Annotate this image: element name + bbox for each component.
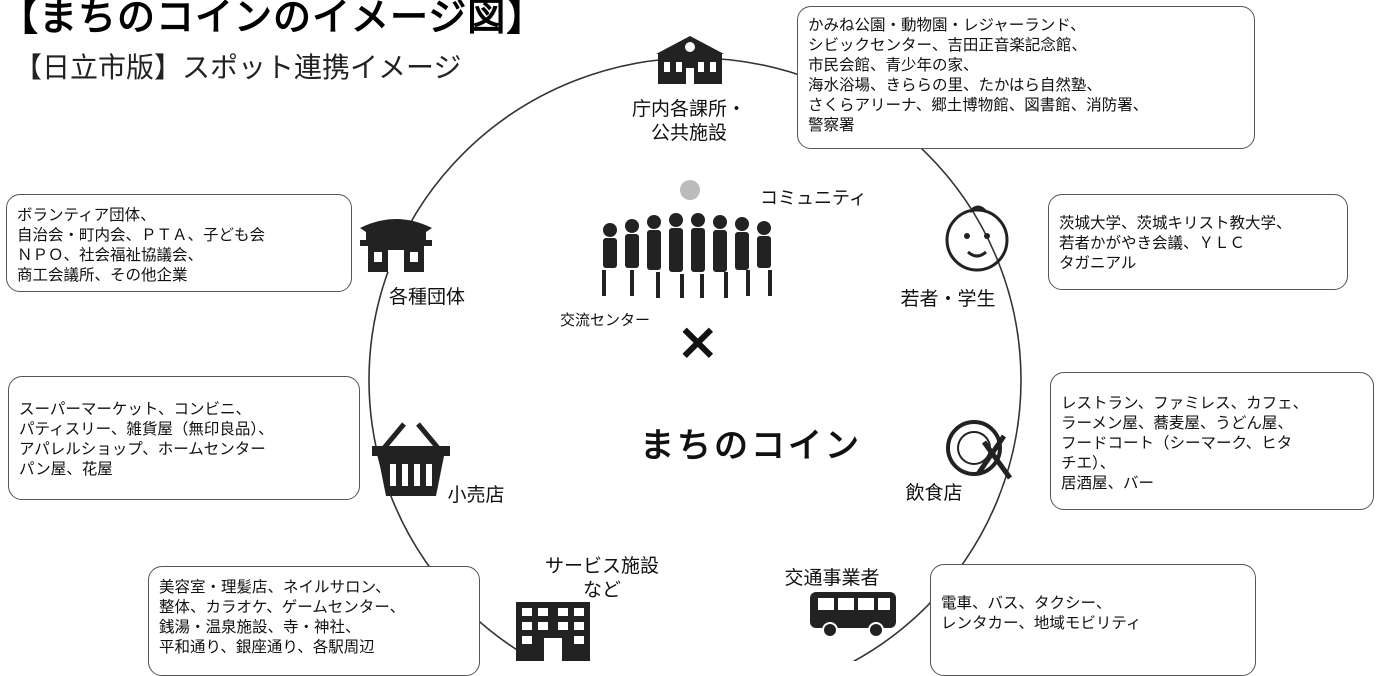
info-box-retail: スーパーマーケット、コンビニ、 パティスリー、雑貨屋（無印良品）、 アパレルショ… <box>8 376 360 500</box>
info-box-transport: 電車、バス、タクシー、 レンタカー、地域モビリティ <box>930 564 1256 676</box>
info-box-food: レストラン、ファミレス、カフェ、 ラーメン屋、蕎麦屋、うどん屋、 フードコート（… <box>1050 372 1374 510</box>
info-box-groups: ボランティア団体、 自治会・町内会、ＰＴＡ、子ども会 ＮＰＯ、社会福祉協議会、 … <box>6 194 352 292</box>
label-line: 公共施設 <box>650 122 727 144</box>
box-line: 整体、カラオケ、ゲームセンター、 <box>159 598 406 616</box>
box-line: アパレルショップ、ホームセンター <box>19 440 266 458</box>
label-line: 庁内各課所・ <box>631 98 746 120</box>
label-line: サービス施設 <box>544 555 659 577</box>
node-label-service: サービス施設 など <box>532 554 672 602</box>
info-box-service: 美容室・理髪店、ネイルサロン、 整体、カラオケ、ゲームセンター、 銭湯・温泉施設… <box>148 566 480 676</box>
box-line: タガニアル <box>1059 254 1137 272</box>
node-label-public: 庁内各課所・ 公共施設 <box>624 97 754 145</box>
label-line: 交通事業者 <box>784 567 880 589</box>
baby-face-icon <box>945 205 1009 272</box>
box-line: 平和通り、銀座通り、各駅周辺 <box>159 638 375 656</box>
box-line: チエ）、 <box>1061 454 1116 472</box>
label-line: 飲食店 <box>905 482 963 504</box>
info-box-public: かみね公園・動物園・レジャーランド、 シビックセンター、吉田正音楽記念館、 市民… <box>797 6 1255 149</box>
box-line: フードコート（シーマーク、ヒタ <box>1061 434 1293 452</box>
bus-icon <box>810 592 896 638</box>
info-box-youth: 茨城大学、茨城キリスト教大学、 若者かがやき会議、ＹＬＣ タガニアル <box>1048 194 1348 290</box>
box-line: 茨城大学、茨城キリスト教大学、 <box>1059 214 1292 232</box>
box-line: かみね公園・動物園・レジャーランド、 <box>808 16 1086 34</box>
label-line: 各種団体 <box>388 286 465 308</box>
box-line: 自治会・町内会、ＰＴＡ、子ども会 <box>17 226 266 244</box>
box-line: パティスリー、雑貨屋（無印良品）、 <box>19 420 274 438</box>
box-line: 警察署 <box>808 116 855 134</box>
box-line: 海水浴場、きららの里、たかはら自然塾、 <box>808 76 1102 94</box>
box-line: ラーメン屋、蕎麦屋、うどん屋、 <box>1061 414 1293 432</box>
box-line: パン屋、花屋 <box>19 460 113 478</box>
community-crowd-icon <box>602 180 772 298</box>
office-building-icon <box>516 602 590 661</box>
center-title: まちのコイン <box>640 426 862 466</box>
box-line: ボランティア団体、 <box>17 206 156 224</box>
page-title: 【まちのコインのイメージ図】 <box>0 0 546 39</box>
temple-icon <box>360 219 432 272</box>
plate-cutlery-icon <box>946 420 1013 480</box>
page-subtitle: 【日立市版】スポット連携イメージ <box>14 51 462 84</box>
node-label-retail: 小売店 <box>436 483 516 507</box>
box-line: 銭湯・温泉施設、寺・神社、 <box>159 618 361 636</box>
node-label-youth: 若者・学生 <box>888 287 1008 311</box>
exchange-center-label: 交流センター <box>560 311 651 329</box>
label-line: など <box>582 579 621 601</box>
box-line: レストラン、ファミレス、カフェ、 <box>1061 394 1309 412</box>
box-line: レンタカー、地域モビリティ <box>941 614 1142 632</box>
node-label-groups: 各種団体 <box>372 285 482 309</box>
community-label: コミュニティ <box>760 188 867 209</box>
public-building-icon <box>656 36 724 84</box>
box-line: ＮＰＯ、社会福祉協議会、 <box>17 246 204 264</box>
box-line: スーパーマーケット、コンビニ、 <box>19 400 252 418</box>
node-label-transport: 交通事業者 <box>772 566 892 590</box>
box-line: 美容室・理髪店、ネイルサロン、 <box>159 578 391 596</box>
box-line: 居酒屋、バー <box>1061 474 1155 492</box>
label-line: 若者・学生 <box>900 288 996 310</box>
box-line: シビックセンター、吉田正音楽記念館、 <box>808 36 1087 54</box>
box-line: 若者かがやき会議、ＹＬＣ <box>1059 234 1246 252</box>
box-line: 市民会館、青少年の家、 <box>808 56 979 74</box>
box-line: 商工会議所、その他企業 <box>17 266 188 284</box>
shopping-basket-icon <box>372 422 450 496</box>
label-line: 小売店 <box>447 484 505 506</box>
box-line: さくらアリーナ、郷土博物館、図書館、消防署、 <box>808 96 1149 114</box>
node-label-food: 飲食店 <box>884 481 984 505</box>
box-line: 電車、バス、タクシー、 <box>941 594 1112 612</box>
cross-symbol: × <box>676 312 720 372</box>
